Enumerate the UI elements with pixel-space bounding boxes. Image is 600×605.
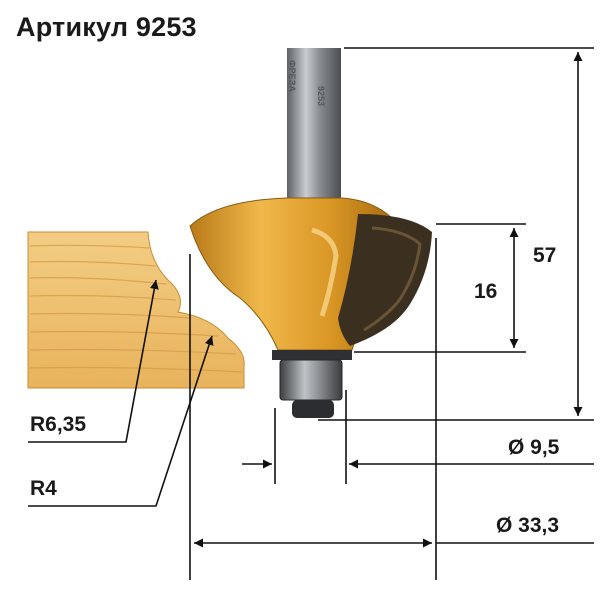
svg-text:ФРЕЗА: ФРЕЗА (287, 60, 297, 92)
dimension-lines (189, 47, 594, 580)
bearing-screw (292, 400, 334, 418)
leader-r4 (28, 335, 214, 507)
wood-grain (29, 244, 243, 373)
radius-small-label: R4 (30, 477, 57, 500)
dimension-bearing-diameter-label: Ø 9,5 (508, 436, 560, 459)
radius-leaders (28, 279, 214, 507)
article-title: Артикул 9253 (16, 12, 197, 42)
carbide-tip-shade (363, 226, 422, 332)
dimension-cutting-height-label: 16 (474, 280, 498, 303)
router-bit: ФРЕЗА 9253 (189, 48, 432, 418)
bearing (279, 359, 343, 401)
radius-large-label: R6,35 (30, 413, 87, 436)
dimension-total-length-label: 57 (533, 244, 557, 267)
shank (287, 48, 341, 212)
dimension-cutter-diameter-label: Ø 33,3 (496, 514, 560, 537)
cutter-highlight (311, 227, 339, 317)
shank-marking: ФРЕЗА 9253 (287, 60, 326, 106)
svg-text:9253: 9253 (316, 86, 326, 106)
leader-r635 (28, 279, 159, 443)
bearing-washer (272, 350, 352, 360)
carbide-tip (338, 214, 432, 346)
